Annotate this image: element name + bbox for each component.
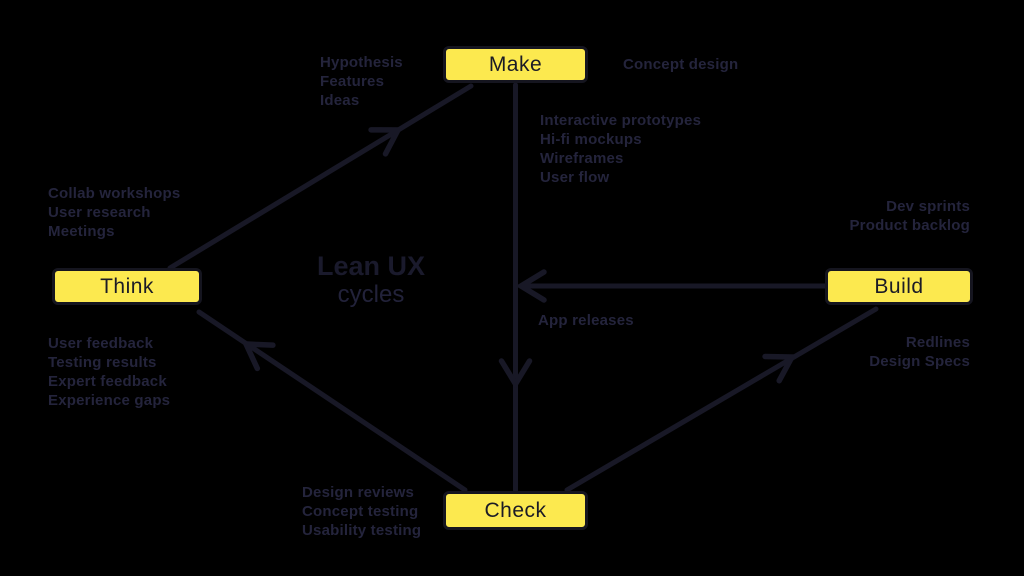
label-think-inputs: Collab workshops User research Meetings <box>48 184 180 241</box>
label-line: Hypothesis <box>320 54 403 71</box>
label-line: User research <box>48 204 151 221</box>
label-line: Meetings <box>48 223 115 240</box>
node-build-label: Build <box>874 274 924 298</box>
label-line: Design Specs <box>869 353 970 370</box>
label-line: Ideas <box>320 92 360 109</box>
connector-check-to-build <box>564 306 879 493</box>
label-line: Hi-fi mockups <box>540 131 642 148</box>
connector-line <box>167 83 474 271</box>
connector-line <box>196 309 468 493</box>
label-line: User feedback <box>48 335 154 352</box>
node-think-label: Think <box>100 274 154 298</box>
label-line: Concept testing <box>302 503 419 520</box>
connector-make-to-check <box>498 82 533 493</box>
label-line: Interactive prototypes <box>540 112 702 129</box>
label-line: Testing results <box>48 354 157 371</box>
label-line: Usability testing <box>302 522 422 539</box>
connector-check-to-think <box>196 309 468 493</box>
connector-line <box>564 306 879 493</box>
connector-think-to-make <box>167 83 474 271</box>
node-check-label: Check <box>484 498 547 522</box>
label-line: Product backlog <box>849 217 970 234</box>
diagram-title: Lean UX cycles <box>298 252 444 309</box>
arrowhead-up-right-icon <box>368 127 403 157</box>
label-concept-design: Concept design <box>623 55 738 74</box>
arrowhead-up-right-icon <box>762 353 797 384</box>
title-line-1: Lean UX <box>316 251 426 281</box>
label-line: User flow <box>540 169 610 186</box>
node-think: Think <box>52 268 202 305</box>
label-check-outputs: User feedback Testing results Expert fee… <box>48 334 170 410</box>
node-make: Make <box>443 46 588 83</box>
label-line: Experience gaps <box>48 392 171 409</box>
label-line: Expert feedback <box>48 373 167 390</box>
title-line-2: cycles <box>337 281 405 308</box>
label-check-methods: Design reviews Concept testing Usability… <box>302 483 421 540</box>
label-hypothesis: Hypothesis Features Ideas <box>320 53 403 110</box>
label-line: Dev sprints <box>886 198 970 215</box>
label-line: App releases <box>538 312 634 329</box>
node-make-label: Make <box>488 52 543 76</box>
label-line: Design reviews <box>302 484 415 501</box>
label-make-outputs: Interactive prototypes Hi-fi mockups Wir… <box>540 111 701 187</box>
arrowhead-left-icon <box>515 269 547 303</box>
label-line: Features <box>320 73 385 90</box>
node-check: Check <box>443 491 588 530</box>
label-line: Concept design <box>623 56 739 73</box>
label-build-outputs: Redlines Design Specs <box>869 333 970 371</box>
label-line: Wireframes <box>540 150 624 167</box>
label-build-inputs: Dev sprints Product backlog <box>849 197 970 235</box>
arrowhead-down-icon <box>498 358 533 390</box>
label-line: Collab workshops <box>48 185 181 202</box>
label-app-releases: App releases <box>538 311 634 330</box>
arrowhead-up-left-icon <box>241 341 276 372</box>
label-line: Redlines <box>905 334 970 351</box>
connector-build-to-center <box>515 269 830 303</box>
node-build: Build <box>825 268 973 305</box>
